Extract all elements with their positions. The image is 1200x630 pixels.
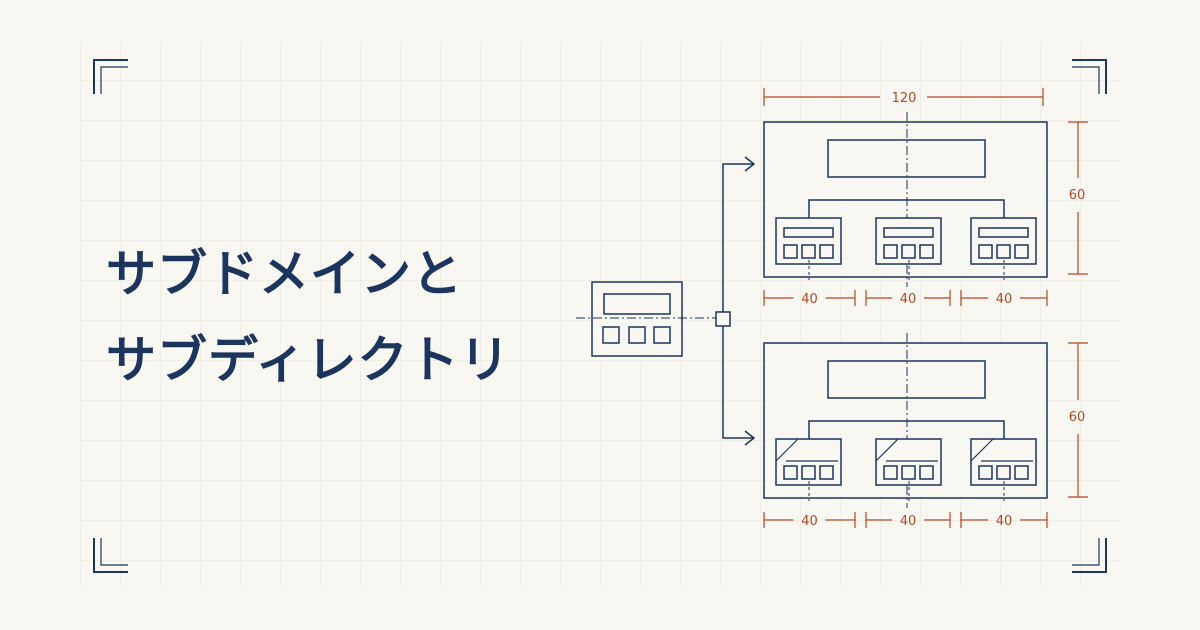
child-page-square <box>883 244 898 259</box>
dimension-lines <box>763 88 1088 528</box>
subdirectory-child-box <box>875 438 942 501</box>
subdomain-child-box <box>970 217 1037 280</box>
segment-dimension-line <box>960 290 1048 306</box>
segment-dimension-line <box>763 512 856 528</box>
segment-dimension-label: 40 <box>900 292 917 307</box>
structure-diagrams <box>763 112 1048 508</box>
child-header <box>783 227 834 238</box>
corner-bracket-bottom-right <box>1072 538 1107 573</box>
child-page-square <box>1014 465 1029 480</box>
child-page-square <box>883 465 898 480</box>
height-dimension-line-top <box>1068 121 1088 275</box>
arrow-head-top <box>744 156 756 172</box>
corner-bracket-bottom-left <box>93 538 128 573</box>
branch-line <box>808 420 1005 439</box>
connector-to-subdomain <box>722 163 754 312</box>
child-header <box>978 227 1029 238</box>
segment-dimension-line <box>865 512 951 528</box>
child-frame <box>875 438 942 486</box>
width-dimension-label: 120 <box>892 91 917 106</box>
title-line-2: サブディレクトリ <box>106 331 511 389</box>
subdirectory-child-box <box>775 438 842 501</box>
segment-dimension-line <box>960 512 1048 528</box>
child-fold <box>970 438 1033 462</box>
segment-dimension-label: 40 <box>996 514 1013 529</box>
child-page-square <box>1014 244 1029 259</box>
segment-dimension-line <box>763 290 856 306</box>
subdirectory-structure <box>763 333 1048 508</box>
child-fold <box>875 438 938 462</box>
child-page-square <box>801 465 816 480</box>
width-dimension-line <box>763 88 1044 106</box>
child-frame <box>775 217 842 265</box>
connector-to-subdirectory <box>722 326 754 439</box>
child-page-square <box>978 465 993 480</box>
child-page-square <box>801 244 816 259</box>
arrow-head-bottom <box>744 430 756 446</box>
junction-node <box>715 311 731 327</box>
child-frame <box>970 438 1037 486</box>
child-page-square <box>819 465 834 480</box>
child-page-square <box>783 244 798 259</box>
subdomain-structure <box>763 112 1048 287</box>
segment-dimension-label: 40 <box>801 292 818 307</box>
child-page-square <box>819 244 834 259</box>
child-page-square <box>783 465 798 480</box>
corner-bracket-top-left <box>93 59 128 94</box>
source-site-box <box>591 281 683 357</box>
child-page-square <box>901 465 916 480</box>
corner-bracket-top-right <box>1072 59 1107 94</box>
segment-dimension-label: 40 <box>996 292 1013 307</box>
child-frame <box>775 438 842 486</box>
child-page-square <box>996 244 1011 259</box>
subdomain-child-box <box>875 217 942 280</box>
child-page-square <box>901 244 916 259</box>
branch-line <box>808 199 1005 218</box>
subdomain-child-box <box>775 217 842 280</box>
subdirectory-child-box <box>970 438 1037 501</box>
child-page-square <box>996 465 1011 480</box>
child-page-square <box>978 244 993 259</box>
segment-dimension-label: 40 <box>900 514 917 529</box>
child-page-square <box>919 244 934 259</box>
segment-dimension-label: 40 <box>801 514 818 529</box>
connector <box>715 156 756 446</box>
child-fold <box>775 438 838 462</box>
child-frame <box>875 217 942 265</box>
child-header <box>883 227 934 238</box>
child-frame <box>970 217 1037 265</box>
corner-brackets <box>93 59 1107 573</box>
title-line-1: サブドメインと <box>106 245 463 303</box>
child-page-square <box>919 465 934 480</box>
height-dimension-label-bottom: 60 <box>1069 410 1086 425</box>
height-dimension-line-bottom <box>1068 342 1088 498</box>
height-dimension-label-top: 60 <box>1069 188 1086 203</box>
segment-dimension-line <box>865 290 951 306</box>
